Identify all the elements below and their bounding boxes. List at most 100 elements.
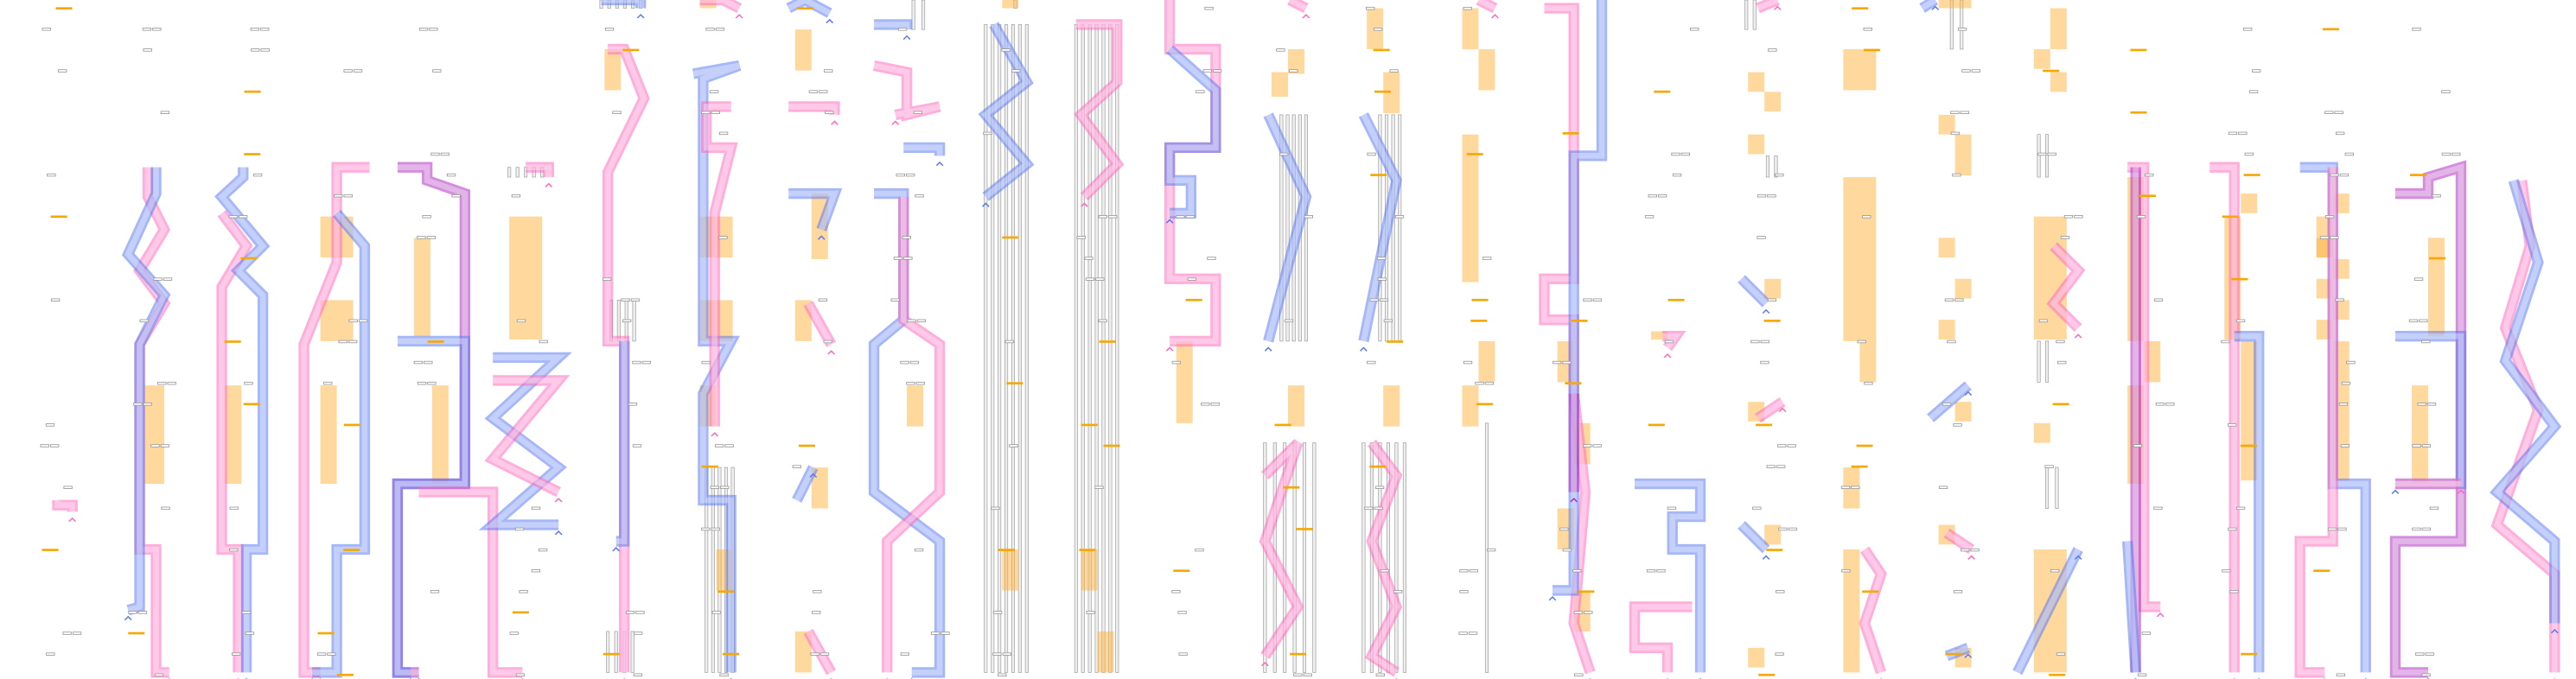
- gray-pin-mark: [228, 215, 238, 219]
- gray-pin-mark: [1775, 173, 1784, 177]
- gray-pin-mark: [810, 652, 819, 656]
- pink-route-path: [701, 101, 738, 427]
- gray-pin-mark: [260, 48, 270, 52]
- gray-pin-mark: [1840, 485, 1851, 490]
- gray-pin-mark: [1950, 131, 1960, 136]
- blue-route-path-core: [2493, 179, 2559, 624]
- pink-route-path-core: [788, 104, 838, 115]
- blue-route-path: [2490, 179, 2562, 624]
- blue-route-path: [903, 142, 946, 156]
- gray-pin-mark: [1953, 423, 1962, 427]
- gray-pin-mark: [715, 444, 724, 447]
- gray-pin-mark: [1960, 111, 1970, 114]
- gray-pin-mark: [40, 444, 49, 447]
- pink-route-path-core: [301, 164, 370, 676]
- gray-pin-mark: [632, 444, 642, 447]
- pink-route-path-core: [806, 630, 834, 675]
- pink-route-path: [1629, 601, 1693, 673]
- gray-pin-mark: [2412, 444, 2421, 447]
- gray-pin-mark: [701, 527, 711, 531]
- orange-block: [1176, 340, 1193, 423]
- gray-pin-mark: [1207, 257, 1216, 260]
- route-end-chevron-icon: [935, 161, 944, 167]
- orange-dash-mark: [2428, 257, 2445, 260]
- wire-bundle-line: [1398, 114, 1402, 342]
- orange-block: [2411, 385, 2428, 485]
- gray-pin-mark: [1863, 28, 1872, 31]
- pink-route-path-core: [526, 164, 552, 178]
- orange-block: [225, 385, 242, 485]
- gray-pin-mark: [818, 298, 828, 302]
- orange-dash-mark: [2130, 111, 2147, 114]
- gray-pin-mark: [2319, 236, 2330, 239]
- gray-pin-mark: [229, 548, 239, 552]
- blue-route-path-core: [1739, 276, 1769, 306]
- route-end-chevron-icon: [1663, 353, 1672, 359]
- orange-block: [2033, 422, 2050, 443]
- gray-pin-mark: [343, 194, 353, 198]
- gray-pin-mark: [157, 381, 167, 385]
- orange-block: [1097, 631, 1114, 673]
- gray-pin-mark: [813, 590, 822, 593]
- gray-pin-mark: [2412, 527, 2421, 531]
- orange-dash-mark: [1006, 382, 1023, 385]
- orange-block: [794, 631, 812, 673]
- route-end-chevron-icon: [1762, 555, 1770, 560]
- gray-pin-mark: [2330, 173, 2339, 177]
- gray-pin-mark: [1767, 298, 1777, 302]
- pink-route-path-core: [703, 104, 735, 427]
- gray-pin-mark: [1750, 340, 1760, 344]
- orange-block: [144, 385, 165, 485]
- pink-route-path: [1539, 3, 1596, 675]
- wire-bundle-line: [1304, 114, 1308, 342]
- gray-pin-mark: [709, 90, 719, 93]
- orange-dash-mark: [1476, 403, 1494, 406]
- route-end-chevron-icon: [1762, 308, 1770, 314]
- gray-pin-mark: [241, 611, 252, 614]
- pink-route-path: [1859, 546, 1887, 675]
- orange-dash-mark: [1103, 444, 1120, 447]
- wire-bundle-line: [1108, 24, 1113, 673]
- gray-pin-mark: [711, 111, 720, 114]
- gray-pin-mark: [602, 277, 612, 281]
- gray-pin-mark: [1098, 319, 1107, 323]
- wire-bundle-line: [1361, 442, 1366, 673]
- gray-pin-mark: [327, 652, 336, 656]
- gray-pin-mark: [133, 403, 143, 406]
- route-end-chevron-icon: [1570, 498, 1578, 503]
- orange-dash-mark: [1079, 549, 1096, 551]
- gray-pin-mark: [1957, 28, 1967, 31]
- gray-pin-mark: [2421, 527, 2431, 531]
- gray-pin-mark: [429, 28, 438, 31]
- pink-route-path: [1259, 439, 1304, 659]
- pink-route-path: [298, 162, 370, 678]
- gray-pin-mark: [2222, 568, 2231, 573]
- gray-pin-mark: [2421, 673, 2431, 677]
- pink-route-path-core: [1476, 0, 1496, 11]
- orange-block: [1764, 278, 1782, 299]
- gray-pin-mark: [1213, 69, 1222, 73]
- orange-dash-mark: [1756, 423, 1773, 427]
- orange-block: [2427, 238, 2445, 337]
- blue-route-path: [1164, 45, 1221, 219]
- pink-route-path-core: [488, 378, 565, 495]
- gray-pin-mark: [1373, 28, 1383, 31]
- gray-pin-mark: [1380, 568, 1389, 573]
- orange-dash-mark: [512, 611, 529, 614]
- route-end-chevron-icon: [711, 432, 719, 437]
- wire-bundle-line: [507, 167, 512, 178]
- gray-pin-mark: [514, 527, 525, 531]
- blue-route-path: [392, 335, 471, 678]
- orange-block: [1748, 72, 1765, 92]
- gray-pin-mark: [417, 381, 427, 385]
- wire-bundle-line: [614, 631, 618, 673]
- gray-pin-mark: [161, 506, 170, 511]
- orange-block: [1651, 331, 1668, 340]
- gray-pin-mark: [2221, 340, 2230, 344]
- wire-bundle-line: [1302, 442, 1307, 673]
- blue-route-path-core: [2014, 548, 2082, 674]
- gray-pin-mark: [2153, 298, 2164, 302]
- blue-route-path-core: [1928, 383, 1970, 421]
- orange-block: [1938, 238, 1955, 258]
- gray-pin-mark: [621, 298, 630, 302]
